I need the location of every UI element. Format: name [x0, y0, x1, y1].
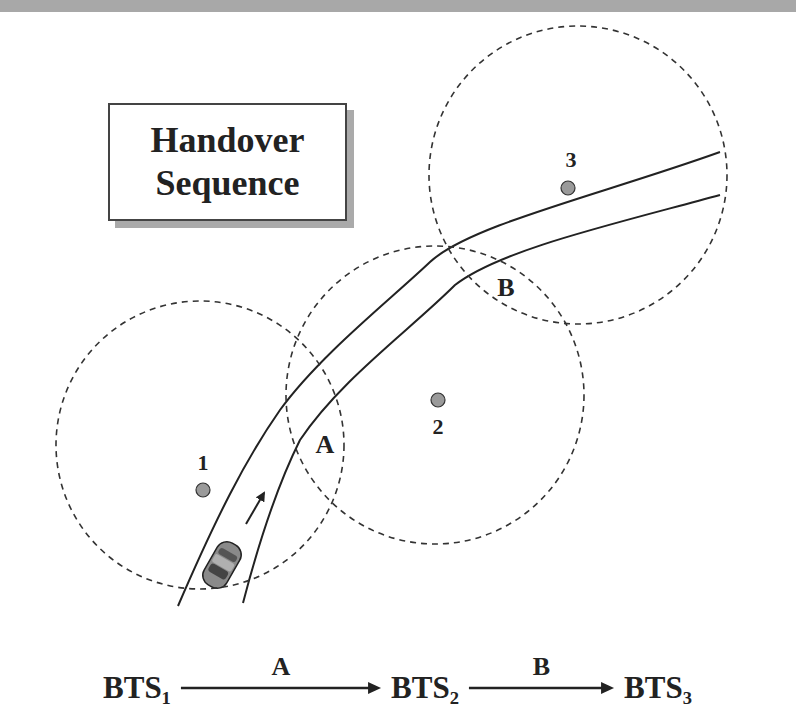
road-edge [243, 195, 720, 603]
cell-number: 1 [198, 452, 209, 474]
handover-arrow [181, 682, 381, 694]
top-bar [0, 0, 796, 12]
cell-circle: 3 [428, 25, 728, 325]
bts-site [561, 181, 575, 195]
bts-node: BTS₂ [387, 669, 463, 707]
handover-zone-label: A [316, 432, 335, 458]
bts-label: BTS₃ [624, 671, 692, 705]
bts-site [431, 393, 445, 407]
handover-zone-label: B [497, 275, 514, 301]
handover-arrow [469, 682, 614, 694]
edge-label: A [272, 654, 291, 680]
bts-node: BTS₁ [99, 669, 175, 707]
bts-site [196, 483, 210, 497]
cell-outline [55, 300, 345, 590]
direction-arrow [246, 493, 264, 524]
bts-label: BTS₁ [103, 671, 171, 705]
title-box: Handover Sequence [108, 103, 347, 221]
title-text: Handover Sequence [130, 119, 325, 205]
bts-label: BTS₂ [391, 671, 459, 705]
cell-circle: 2 [285, 245, 585, 545]
edge-label: B [533, 654, 550, 680]
cell-outline [285, 245, 585, 545]
bts-node: BTS₃ [620, 669, 696, 707]
cell-number: 2 [433, 416, 444, 438]
cell-outline [428, 25, 728, 325]
cell-circle: 1 [55, 300, 345, 590]
cell-number: 3 [566, 149, 577, 171]
